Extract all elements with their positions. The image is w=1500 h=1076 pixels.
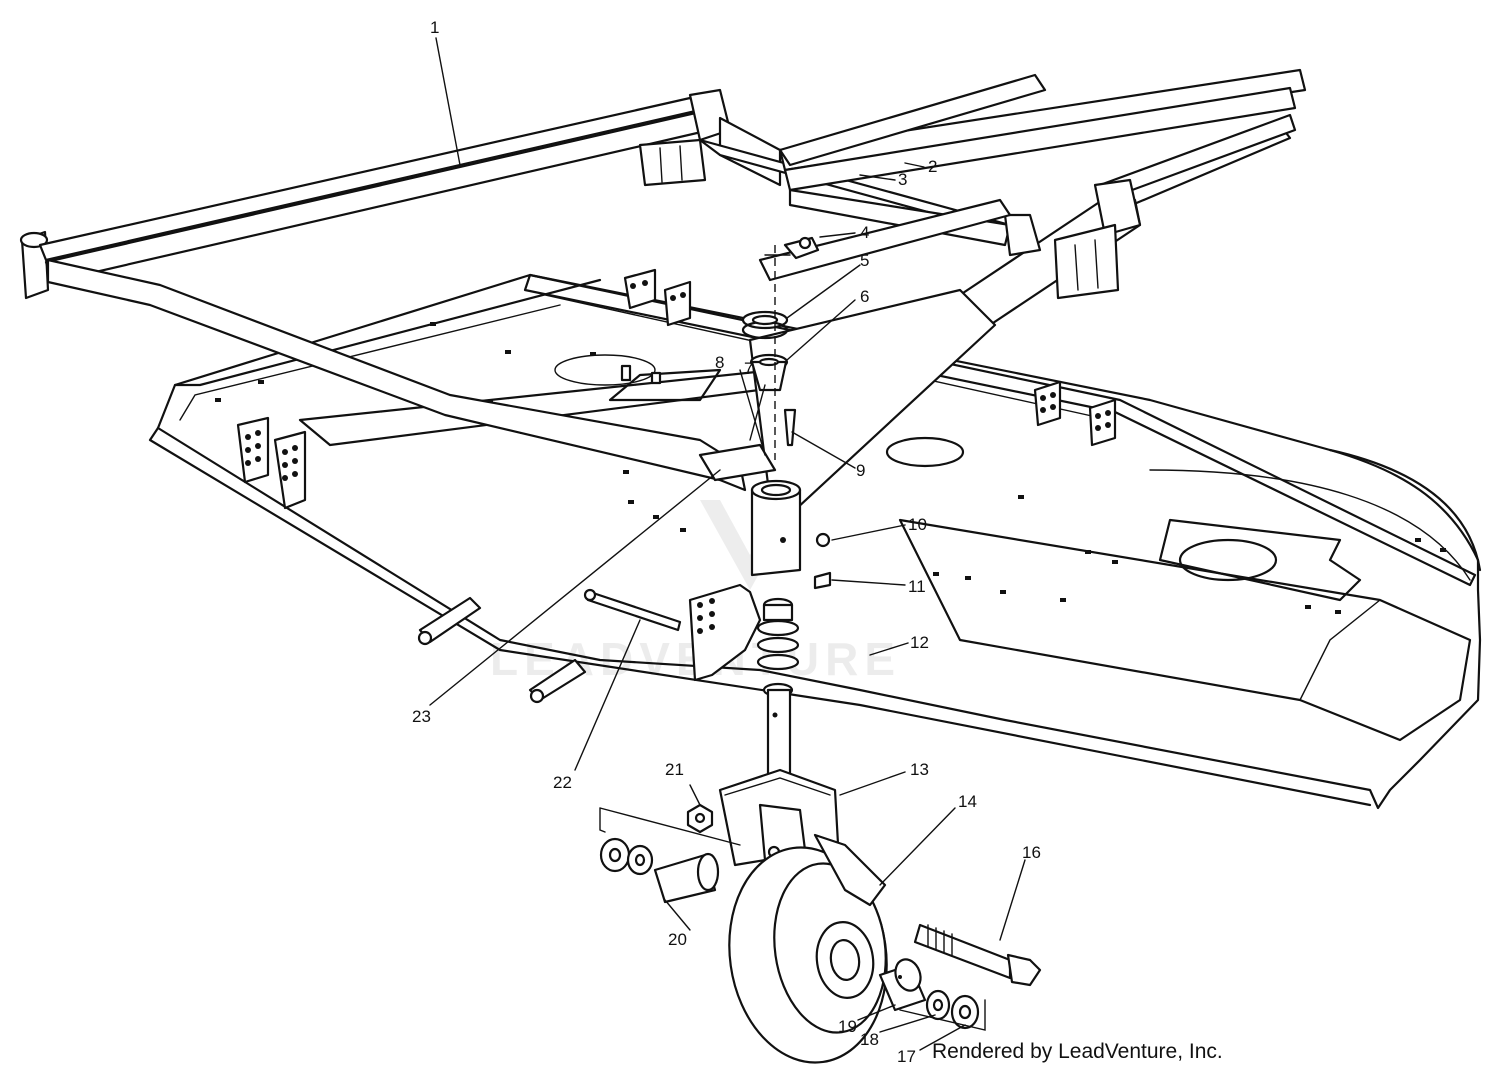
callout-14: 14 xyxy=(958,792,977,811)
callout-13: 13 xyxy=(910,760,929,779)
callout-12: 12 xyxy=(910,633,929,652)
callout-10: 10 xyxy=(908,515,927,534)
callout-21: 21 xyxy=(665,760,684,779)
callout-19: 19 xyxy=(838,1017,857,1036)
callouts: 1 2 3 4 5 6 7 8 9 10 11 12 13 14 16 17 1… xyxy=(412,18,1041,1066)
callout-22: 22 xyxy=(553,773,572,792)
callout-6: 6 xyxy=(860,287,869,306)
leader-lines xyxy=(429,37,1026,1051)
callout-16: 16 xyxy=(1022,843,1041,862)
callout-20: 20 xyxy=(668,930,687,949)
callout-5: 5 xyxy=(860,251,869,270)
callout-4: 4 xyxy=(860,223,869,242)
callout-2: 2 xyxy=(928,157,937,176)
callout-3: 3 xyxy=(898,170,907,189)
callout-9: 9 xyxy=(856,461,865,480)
main-frame xyxy=(19,68,1307,512)
callout-11: 11 xyxy=(908,577,926,596)
callout-8: 8 xyxy=(715,353,724,372)
mower-deck xyxy=(148,268,1482,810)
callout-18: 18 xyxy=(860,1030,879,1049)
callout-17: 17 xyxy=(897,1047,916,1066)
callout-23: 23 xyxy=(412,707,431,726)
credit-line: Rendered by LeadVenture, Inc. xyxy=(932,1040,1223,1063)
callout-7: 7 xyxy=(744,359,753,378)
caster-assembly xyxy=(583,236,1042,1064)
callout-1: 1 xyxy=(430,18,439,37)
